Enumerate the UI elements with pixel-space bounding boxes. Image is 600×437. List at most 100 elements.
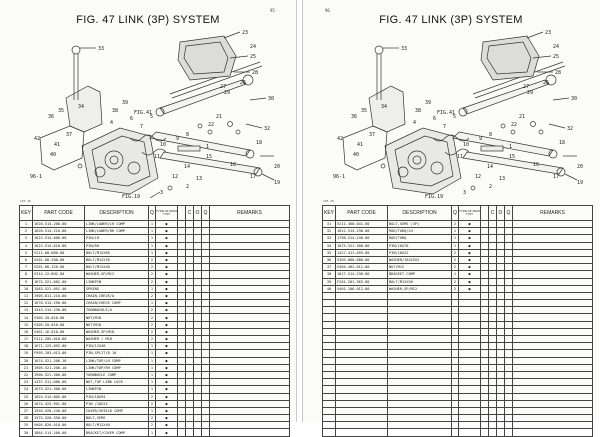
q-cell xyxy=(201,399,210,408)
qty-cell: 1 xyxy=(148,234,156,243)
description-cell: BRACKET COMP xyxy=(387,270,452,279)
model-mark-cell: ● xyxy=(155,370,178,380)
remarks-cell xyxy=(209,385,290,394)
description-cell: NUT/M18 xyxy=(84,313,149,322)
description-cell xyxy=(387,406,452,416)
c-cell xyxy=(488,270,497,279)
qty-cell: 2 xyxy=(148,334,156,344)
model-mark-cell: ● xyxy=(458,219,481,229)
o-cell xyxy=(496,327,505,337)
description-cell: PIN,SPLIT/8 10 xyxy=(84,349,149,358)
o-cell xyxy=(193,356,202,365)
svg-text:8: 8 xyxy=(489,132,492,138)
q-cell xyxy=(504,399,513,408)
key-cell: 32 xyxy=(322,227,336,236)
remarks-cell xyxy=(209,299,290,308)
blank-cell xyxy=(480,363,489,372)
o-cell xyxy=(496,414,505,423)
svg-text:42: 42 xyxy=(337,136,343,142)
qty-cell: 1 xyxy=(451,227,459,236)
key-cell xyxy=(322,327,336,337)
empty-table-row xyxy=(322,334,593,344)
q-cell xyxy=(201,363,210,372)
model-mark-cell xyxy=(458,334,481,344)
o-cell xyxy=(193,349,202,358)
remarks-cell xyxy=(209,406,290,416)
blank-cell xyxy=(480,370,489,380)
c-cell xyxy=(488,263,497,272)
c-cell xyxy=(488,334,497,344)
part-code-cell: 1905-521-200-10 xyxy=(32,363,85,372)
part-code-cell xyxy=(335,378,388,387)
key-cell: 21 xyxy=(19,363,33,372)
q-cell xyxy=(201,241,210,250)
model-mark-cell: ● xyxy=(155,421,178,430)
q-cell xyxy=(201,428,210,437)
description-cell xyxy=(387,334,452,344)
blank-cell xyxy=(480,327,489,337)
c-cell xyxy=(185,406,194,416)
q-cell xyxy=(201,421,210,430)
qty-cell xyxy=(451,378,459,387)
remarks-cell xyxy=(512,241,593,250)
part-code-cell xyxy=(335,299,388,308)
c-cell xyxy=(185,342,194,351)
qty-cell: 2 xyxy=(148,414,156,423)
c-cell xyxy=(185,313,194,322)
description-cell: NUT/M18 xyxy=(84,320,149,329)
qty-cell xyxy=(451,299,459,308)
part-code-cell: 1674-423-901-00 xyxy=(32,399,85,408)
description-cell: PIN/16X22 xyxy=(387,248,452,257)
o-cell xyxy=(193,291,202,301)
header-q: Q xyxy=(504,205,513,221)
q-cell xyxy=(201,306,210,315)
model-mark-cell: ● xyxy=(155,306,178,315)
qty-cell: 1 xyxy=(148,406,156,416)
description-cell: PIN/RH xyxy=(84,241,149,250)
qty-cell: 2 xyxy=(451,219,459,229)
o-cell xyxy=(193,241,202,250)
svg-text:10: 10 xyxy=(160,142,166,148)
o-cell xyxy=(193,306,202,315)
c-cell xyxy=(488,370,497,380)
remarks-cell xyxy=(512,399,593,408)
c-cell xyxy=(185,299,194,308)
part-code-cell: 1575-520-350-00 xyxy=(32,414,85,423)
blank-cell xyxy=(480,306,489,315)
qty-cell xyxy=(451,370,459,380)
q-cell xyxy=(504,327,513,337)
header-qty: Q xyxy=(451,205,459,221)
c-cell xyxy=(488,306,497,315)
key-cell: 25 xyxy=(19,392,33,401)
c-cell xyxy=(185,385,194,394)
remarks-cell xyxy=(512,378,593,387)
part-code-cell: 1583-521-091-40 xyxy=(32,284,85,293)
svg-text:6: 6 xyxy=(130,116,133,122)
qty-cell: 2 xyxy=(148,277,156,286)
model-mark-cell: ● xyxy=(155,248,178,257)
description-cell: BOLT/M12X40 xyxy=(84,263,149,272)
o-cell xyxy=(193,219,202,229)
blank-cell xyxy=(177,277,186,286)
key-cell xyxy=(322,313,336,322)
remarks-cell xyxy=(512,370,593,380)
remarks-cell xyxy=(209,270,290,279)
header-key: KEY xyxy=(322,205,336,221)
model-mark-cell xyxy=(458,399,481,408)
c-cell xyxy=(488,399,497,408)
svg-text:1: 1 xyxy=(206,144,209,150)
blank-cell xyxy=(177,399,186,408)
svg-text:41: 41 xyxy=(357,142,363,148)
svg-text:29: 29 xyxy=(527,90,533,96)
part-code-cell: V211-360-041-00 xyxy=(335,219,388,229)
svg-text:2: 2 xyxy=(489,184,492,190)
part-code-cell xyxy=(335,327,388,337)
description-cell: LINK/TOP/LH COMP xyxy=(84,356,149,365)
